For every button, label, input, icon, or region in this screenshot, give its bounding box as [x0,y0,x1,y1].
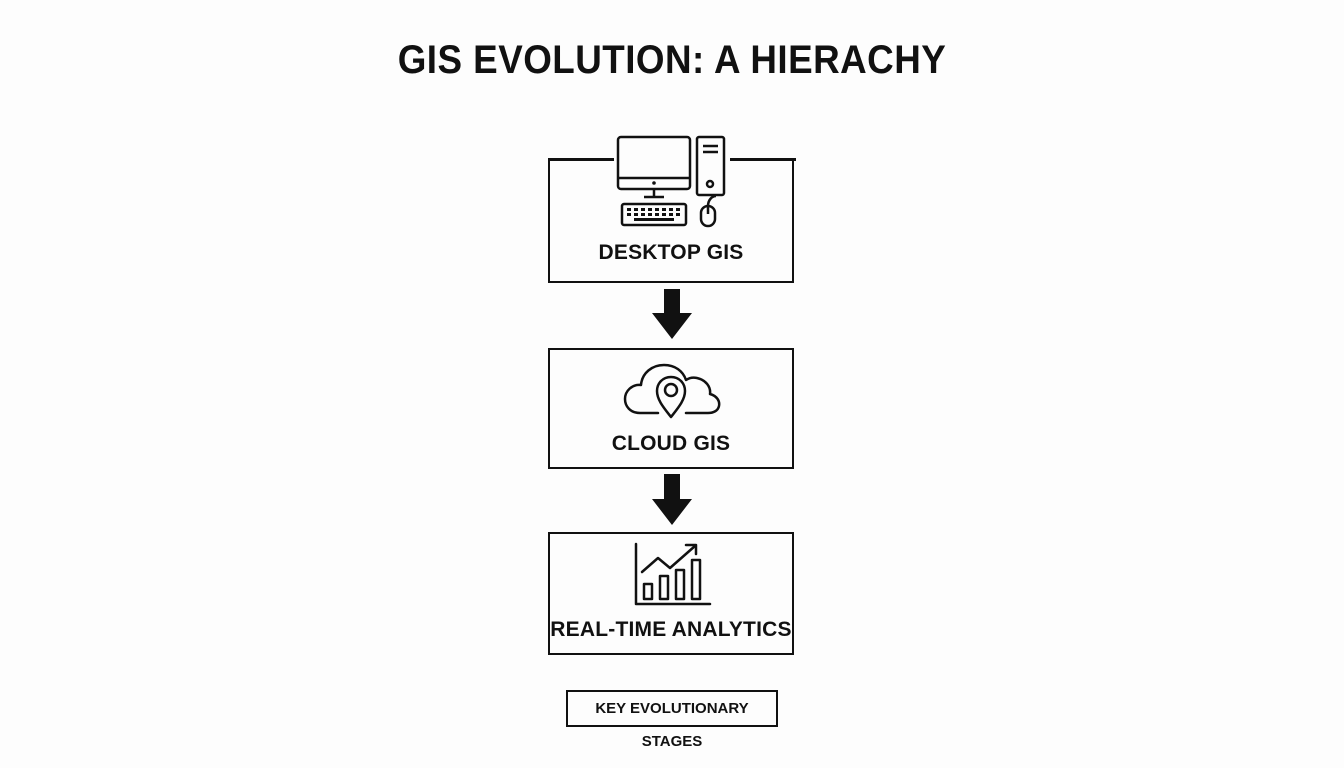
desktop-computer-icon [616,135,726,228]
box-top-border-left [547,158,614,161]
stage-label-real-time-analytics: REAL-TIME ANALYTICS [550,618,792,641]
stage-label-cloud-gis: CLOUD GIS [611,432,731,455]
legend-key-stages: KEY EVOLUTIONARY STAGES [566,690,778,750]
cloud-location-icon [623,363,721,419]
diagram-title: GIS EVOLUTION: A HIERACHY [397,38,947,82]
stage-box-desktop-gis: DESKTOP GIS [547,158,796,283]
arrow-down-1 [652,289,692,339]
stage-box-real-time-analytics: REAL-TIME ANALYTICS [548,532,794,655]
box-top-border-right [730,158,796,161]
arrow-down-2 [652,474,692,525]
growth-chart-icon [634,542,712,606]
stage-label-desktop-gis: DESKTOP GIS [598,241,744,264]
